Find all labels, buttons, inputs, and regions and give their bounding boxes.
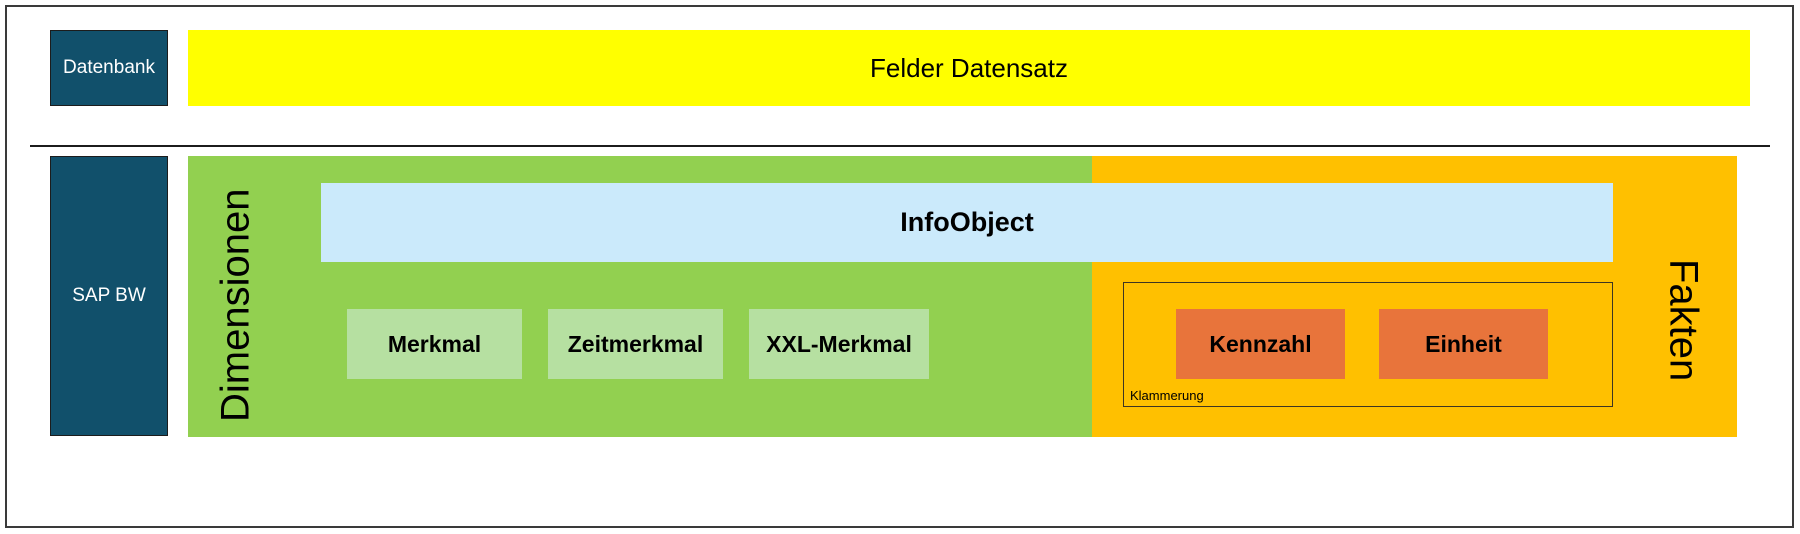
keyfigure-box-einheit: Einheit xyxy=(1379,309,1548,379)
outer-frame xyxy=(5,5,1794,528)
klammerung-group-box xyxy=(1123,282,1613,407)
characteristic-box-zeitmerkmal: Zeitmerkmal xyxy=(548,309,723,379)
klammerung-label: Klammerung xyxy=(1130,388,1204,403)
keyfigure-box-kennzahl: Kennzahl xyxy=(1176,309,1345,379)
characteristic-box-merkmal: Merkmal xyxy=(347,309,522,379)
felder-datensatz-bar: Felder Datensatz xyxy=(188,30,1750,106)
characteristic-box-xxl-merkmal: XXL-Merkmal xyxy=(749,309,929,379)
layer-divider xyxy=(30,145,1770,147)
dimensionen-label: Dimensionen xyxy=(213,188,258,422)
layer-label-datenbank: Datenbank xyxy=(50,30,168,106)
layer-label-sap-bw: SAP BW xyxy=(50,156,168,436)
infoobject-bar: InfoObject xyxy=(321,183,1613,262)
fakten-label: Fakten xyxy=(1661,258,1706,382)
